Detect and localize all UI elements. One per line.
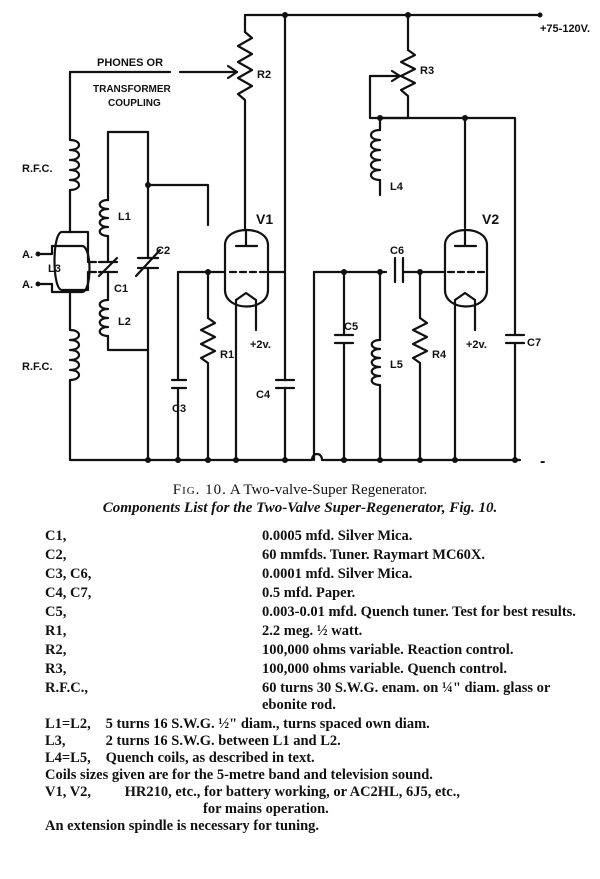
component-row-c5: C5, 0.003-0.01 mfd. Quench tuner. Test f… [45, 604, 585, 621]
rfc-bottom-label: R.F.C. [22, 361, 53, 373]
note-desc: Quench coils, as described in text. [105, 750, 315, 766]
rfc-top-label: R.F.C. [22, 163, 53, 175]
component-row-rfc: R.F.C., 60 turns 30 S.W.G. enam. on ¼" d… [45, 680, 585, 714]
l4-coil [369, 128, 382, 182]
component-ref: R3, [45, 661, 67, 677]
component-desc: 0.0005 mfd. Silver Mica. [262, 528, 413, 544]
v2-heater-label: +2v. [466, 339, 487, 351]
component-desc: 60 mmfds. Tuner. Raymart MC60X. [262, 547, 486, 563]
component-ref: C1, [45, 528, 67, 544]
rfc-bottom-coil [68, 328, 81, 382]
note-desc: HR210, etc., for battery working, or AC2… [124, 784, 460, 800]
component-row-r1: R1, 2.2 meg. ½ watt. [45, 623, 585, 640]
r3-resistor [399, 48, 417, 104]
rfc-top-coil [68, 138, 81, 192]
c2-label: C2 [156, 245, 170, 257]
r1-resistor [199, 316, 217, 462]
l2-label: L2 [118, 316, 131, 328]
l5-label: L5 [390, 359, 403, 371]
component-desc: 100,000 ohms variable. Reaction control. [262, 642, 514, 658]
r2-resistor [236, 30, 254, 110]
figure-title: A Two-valve-Super Regenerator. [229, 482, 428, 498]
component-row-r2: R2, 100,000 ohms variable. Reaction cont… [45, 642, 585, 659]
l3-label: L3 [48, 263, 61, 275]
antenna-a-top-label: A. [22, 249, 33, 261]
c6-label: C6 [390, 245, 404, 257]
r1-label: R1 [220, 349, 234, 361]
note-l1-l2: L1=L2, 5 turns 16 S.W.G. ½" diam., turns… [45, 716, 585, 733]
component-row-c4-c7: C4, C7, 0.5 mfd. Paper. [45, 585, 585, 602]
note-desc: 5 turns 16 S.W.G. ½" diam., turns spaced… [105, 716, 430, 732]
r3-label: R3 [420, 65, 434, 77]
component-ref: R2, [45, 642, 67, 658]
component-row-c1: C1, 0.0005 mfd. Silver Mica. [45, 528, 585, 545]
note-ref: L3, [45, 733, 66, 749]
component-row-r3: R3, 100,000 ohms variable. Quench contro… [45, 661, 585, 678]
note-desc: 2 turns 16 S.W.G. between L1 and L2. [105, 733, 341, 749]
l4-label: L4 [390, 181, 404, 193]
component-desc: 60 turns 30 S.W.G. enam. on ¼" diam. gla… [262, 680, 551, 713]
c3-label: C3 [172, 403, 186, 415]
c1-label: C1 [114, 283, 128, 295]
c4-label: C4 [256, 389, 271, 401]
l2-coil [98, 298, 110, 338]
l1-coil [98, 198, 110, 238]
component-desc: 0.0001 mfd. Silver Mica. [262, 566, 413, 582]
component-desc: 100,000 ohms variable. Quench control. [262, 661, 508, 677]
v2-label: V2 [482, 211, 499, 227]
figure-caption: Fig. 10. A Two-valve-Super Regenerator. [0, 482, 600, 499]
c5-label: C5 [344, 321, 358, 333]
component-ref: C5, [45, 604, 67, 620]
note-ref: L1=L2, [45, 716, 91, 732]
v2-valve [443, 228, 489, 308]
v1-label: V1 [256, 211, 273, 227]
note-ref: V1, V2, [45, 784, 92, 800]
component-row-c2: C2, 60 mmfds. Tuner. Raymart MC60X. [45, 547, 585, 564]
note-ref: L4=L5, [45, 750, 91, 766]
figure-number: Fig. 10. [172, 482, 227, 498]
components-list-title: Components List for the Two-Valve Super-… [102, 500, 498, 516]
v1-heater-label: +2v. [250, 339, 271, 351]
component-desc: 0.003-0.01 mfd. Quench tuner. Test for b… [262, 604, 576, 620]
r2-label: R2 [257, 69, 271, 81]
negative-terminal-label: - [540, 453, 545, 470]
phones-label-1: PHONES OR [97, 57, 163, 69]
phones-label-3: COUPLING [108, 98, 161, 109]
circuit-schematic: +75-120V. PHONES OR TRANSFORMER COUPLING… [22, 12, 590, 470]
component-ref: C2, [45, 547, 67, 563]
note-valves: V1, V2, HR210, etc., for battery working… [45, 784, 585, 801]
r4-label: R4 [432, 349, 447, 361]
component-ref: C4, C7, [45, 585, 92, 601]
note-l3: L3, 2 turns 16 S.W.G. between L1 and L2. [45, 733, 585, 750]
phones-label-2: TRANSFORMER [93, 84, 172, 95]
note-spindle: An extension spindle is necessary for tu… [45, 818, 320, 834]
r4-resistor [411, 316, 429, 462]
supply-label: +75-120V. [540, 23, 590, 35]
note-l4-l5: L4=L5, Quench coils, as described in tex… [45, 750, 585, 767]
component-ref: C3, C6, [45, 566, 92, 582]
note-coil-sizes: Coils sizes given are for the 5-metre ba… [45, 767, 433, 783]
l3-coil [70, 244, 91, 294]
component-row-c3-c6: C3, C6, 0.0001 mfd. Silver Mica. [45, 566, 585, 583]
l5-coil [370, 338, 382, 387]
component-desc: 2.2 meg. ½ watt. [262, 623, 363, 639]
note-valves-cont: for mains operation. [203, 801, 329, 817]
v1-valve [223, 228, 270, 308]
component-desc: 0.5 mfd. Paper. [262, 585, 356, 601]
l1-label: L1 [118, 211, 131, 223]
component-ref: R1, [45, 623, 67, 639]
components-list: C1, 0.0005 mfd. Silver Mica. C2, 60 mmfd… [45, 528, 585, 835]
c7-label: C7 [527, 337, 541, 349]
component-ref: R.F.C., [45, 680, 88, 696]
antenna-a-bottom-label: A. [22, 279, 33, 291]
